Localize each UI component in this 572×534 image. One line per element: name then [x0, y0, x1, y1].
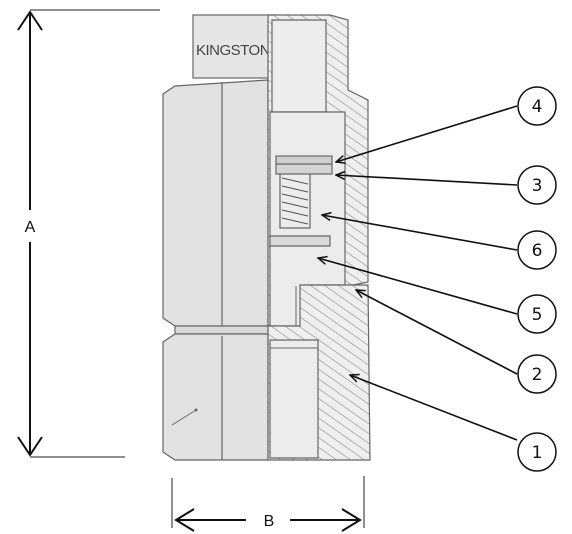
lower-port-bore: [269, 339, 319, 459]
dimension-a-bottom-arrowhead: [17, 436, 43, 457]
top-collar: [192, 14, 274, 79]
dimension-b-right-arrowhead: [341, 508, 362, 532]
callout-3: 3: [517, 165, 557, 205]
callout-1-label: 1: [532, 443, 543, 463]
dimension-a-top-arrowhead: [17, 10, 43, 31]
callout-2-label: 2: [532, 365, 543, 385]
brand-label: KINGSTON: [196, 42, 270, 59]
callout-2: 2: [517, 354, 557, 394]
callout-6-label: 6: [532, 241, 543, 261]
upper-port-bore: [271, 19, 327, 113]
leader-line-4: [336, 105, 518, 162]
dimension-a-label: A: [25, 219, 36, 236]
valve-body-exterior: [162, 14, 274, 461]
dimension-a: A: [17, 9, 160, 458]
hex-facet-mark: [171, 409, 197, 426]
callout-5-label: 5: [532, 305, 543, 325]
leader-lines: [318, 105, 518, 441]
callout-4-label: 4: [532, 97, 543, 117]
callout-1: 1: [517, 432, 557, 472]
leader-line-6: [322, 215, 518, 251]
callouts: 4 3 6 5 2 1: [517, 86, 557, 472]
poppet-disc: [275, 163, 333, 175]
callout-4: 4: [517, 86, 557, 126]
callout-5: 5: [517, 294, 557, 334]
upper-hex-nut: [162, 79, 269, 327]
leader-line-2: [356, 290, 518, 375]
valve-cross-section: [267, 14, 371, 461]
dimension-b: B: [171, 476, 365, 532]
seat-ring: [269, 235, 331, 247]
leader-line-1: [350, 375, 518, 441]
callout-6: 6: [517, 230, 557, 270]
o-ring: [275, 155, 333, 165]
hex-facet-dot: [194, 408, 198, 412]
lower-hex-nut: [162, 333, 269, 461]
leader-line-3: [336, 175, 518, 186]
callout-3-label: 3: [532, 176, 543, 196]
leader-line-5: [318, 258, 518, 315]
dimension-b-left-arrowhead: [174, 508, 195, 532]
hex-waist: [174, 325, 269, 335]
dimension-b-label: B: [264, 513, 275, 530]
